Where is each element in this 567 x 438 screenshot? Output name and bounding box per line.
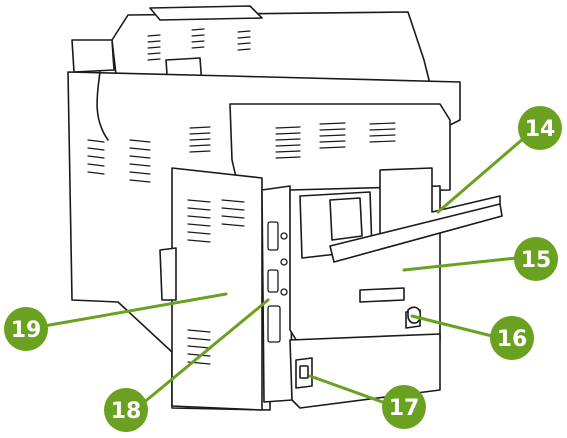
leader-line-14 bbox=[436, 136, 526, 214]
callout-19-label: 19 bbox=[11, 318, 42, 343]
output-bin-paper bbox=[329, 197, 363, 241]
callout-14-badge bbox=[518, 106, 562, 150]
callout-14-label: 14 bbox=[525, 117, 556, 142]
callout-15: 15 bbox=[514, 237, 558, 281]
callout-19-badge bbox=[4, 307, 48, 351]
output-bin-tray-extension bbox=[329, 203, 503, 263]
leader-line-15 bbox=[402, 256, 518, 272]
leader-line-18 bbox=[140, 298, 270, 406]
formatter-cover bbox=[171, 167, 263, 411]
callout-19: 19 bbox=[4, 307, 48, 351]
callout-15-label: 15 bbox=[521, 248, 552, 273]
callout-16-badge bbox=[490, 316, 534, 360]
cable-cord bbox=[96, 71, 109, 141]
formatter-cover-handle bbox=[159, 247, 177, 301]
formatter-cover-vents bbox=[187, 199, 245, 365]
callout-15-badge bbox=[514, 237, 558, 281]
leader-line-16 bbox=[410, 314, 494, 338]
callout-17-label: 17 bbox=[389, 396, 420, 421]
interface-ports bbox=[267, 221, 288, 343]
callout-18: 18 bbox=[104, 388, 148, 432]
rear-door-label-area bbox=[359, 287, 405, 303]
power-connector-socket bbox=[299, 365, 309, 379]
callout-18-label: 18 bbox=[111, 399, 142, 424]
rear-panel-vents bbox=[189, 122, 396, 159]
printer-drawing bbox=[67, 5, 503, 411]
callout-18-badge bbox=[104, 388, 148, 432]
adf-hinge-left bbox=[71, 39, 115, 73]
adf-vents bbox=[147, 28, 251, 61]
callout-17: 17 bbox=[382, 385, 426, 429]
leader-lines bbox=[42, 136, 526, 406]
leader-line-17 bbox=[308, 374, 390, 406]
callout-14: 14 bbox=[518, 106, 562, 150]
side-vents bbox=[87, 139, 151, 183]
adf-top-tray bbox=[149, 5, 263, 21]
callout-16: 16 bbox=[490, 316, 534, 360]
callout-17-badge bbox=[382, 385, 426, 429]
callout-16-label: 16 bbox=[497, 327, 528, 352]
leader-line-19 bbox=[42, 292, 228, 328]
interface-ports-panel bbox=[261, 185, 293, 403]
